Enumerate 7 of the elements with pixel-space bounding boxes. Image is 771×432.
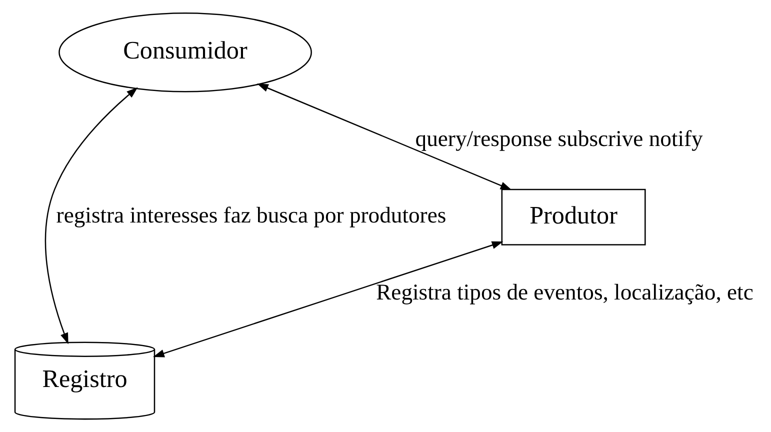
arrow (152, 241, 503, 358)
arrow (44, 87, 138, 344)
edge-label: Registra tipos de eventos, localização, etc (376, 279, 753, 304)
edge-label: query/response subscrive notify (414, 126, 702, 151)
edge-label: registra interesses faz busca por produtores (56, 202, 446, 228)
arrow (256, 84, 512, 190)
node-box: Produtor (500, 188, 646, 246)
